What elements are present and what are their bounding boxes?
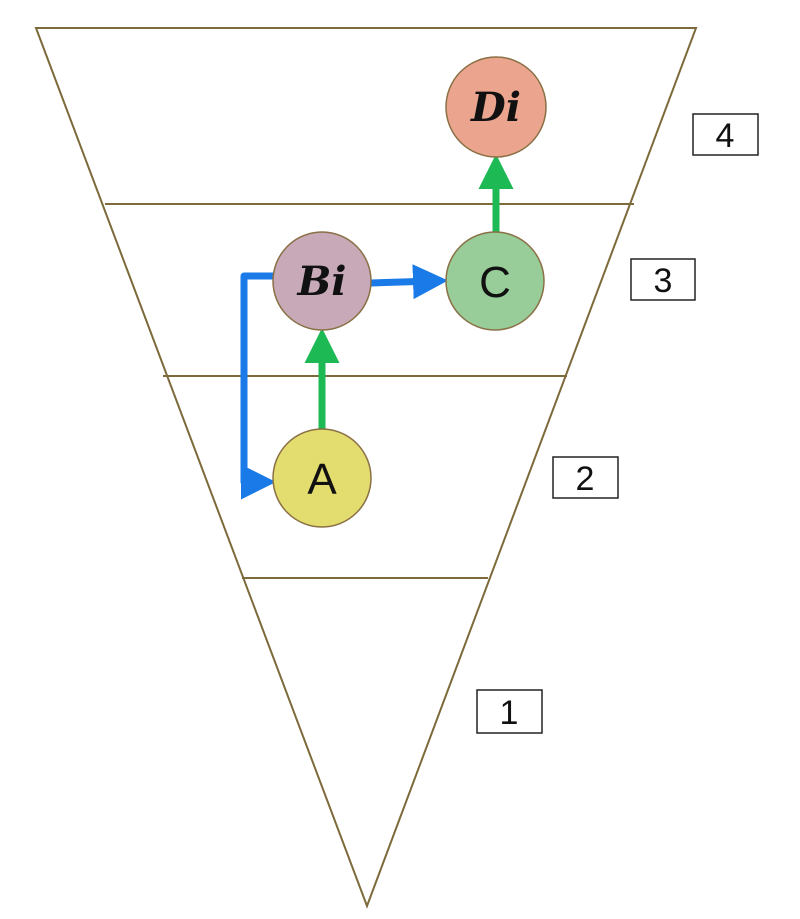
level-label-4: 4 <box>692 113 759 156</box>
pyramid-outline <box>34 27 698 909</box>
level-number: 4 <box>716 117 735 155</box>
level-number: 3 <box>654 262 673 300</box>
node-c: C <box>445 231 545 331</box>
node-bi: Bi <box>272 231 372 331</box>
level-label-2: 2 <box>552 456 619 499</box>
node-di: Di <box>445 56 547 158</box>
node-c-label: C <box>479 258 511 307</box>
level-label-1: 1 <box>476 689 543 734</box>
edge-bi-to-a <box>240 272 276 500</box>
level-label-3: 3 <box>630 258 696 301</box>
edge-bi-to-c <box>370 264 448 300</box>
level-number: 1 <box>500 694 519 732</box>
node-a: A <box>272 428 372 528</box>
node-bi-label: Bi <box>296 258 346 305</box>
level-number: 2 <box>576 460 595 498</box>
node-a-label: A <box>307 455 337 504</box>
node-di-label: Di <box>470 84 521 131</box>
